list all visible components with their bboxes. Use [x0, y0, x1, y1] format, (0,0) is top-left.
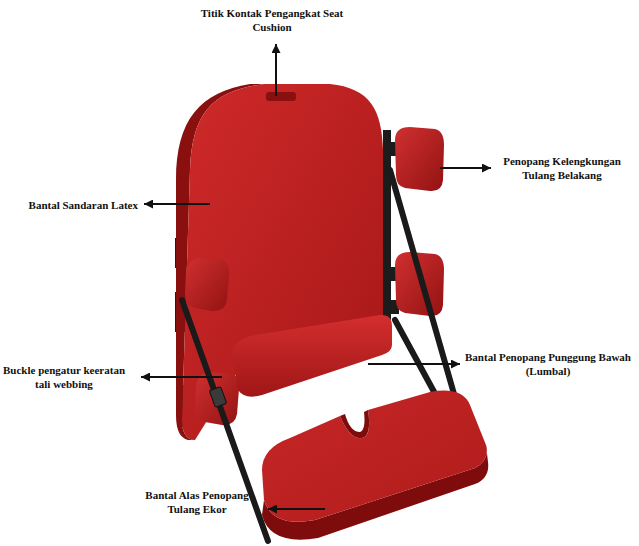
- part-label: Bantal Sandaran Latex: [29, 198, 138, 212]
- webbing-strap: [390, 170, 458, 412]
- lateral-pad: [395, 127, 444, 191]
- leader-arrow: [141, 44, 491, 509]
- lateral-pad: [195, 372, 239, 425]
- part-label: Bantal Alas Penopang Tulang Ekor: [132, 488, 262, 516]
- part-label: Penopang Kelengkungan Tulang Belakang: [496, 154, 628, 182]
- part-label: Titik Kontak Pengangkat Seat Cushion: [197, 6, 347, 34]
- strap-buckle: [209, 386, 226, 407]
- frame-rod: [383, 130, 391, 330]
- lateral-pad: [185, 258, 229, 311]
- seat-cushion: [262, 391, 487, 522]
- part-label: Bantal Penopang Punggung Bawah (Lumbal): [465, 350, 631, 378]
- seat-notch: [340, 410, 369, 438]
- part-label: Buckle pengatur keeratan tali webbing: [0, 363, 134, 391]
- lumbar-cushion: [232, 315, 392, 397]
- lift-handle: [266, 92, 296, 101]
